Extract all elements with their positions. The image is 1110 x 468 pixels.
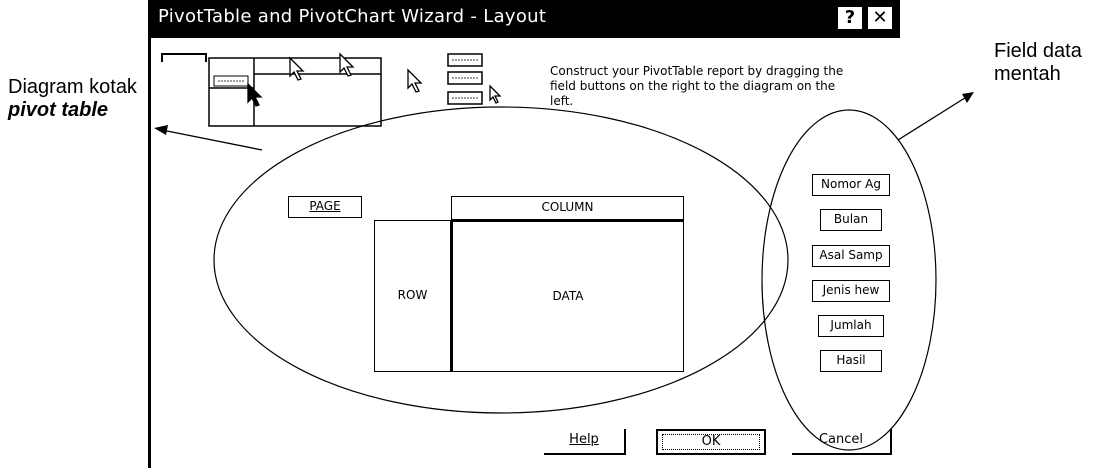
close-button[interactable]: ✕ xyxy=(866,5,894,31)
field-annotation-line2: mentah xyxy=(994,63,1061,85)
dialog-left-border xyxy=(148,38,151,468)
help-button-label: Help xyxy=(569,432,599,447)
row-label: ROW xyxy=(397,288,428,302)
close-icon: ✕ xyxy=(872,7,888,28)
data-label: DATA xyxy=(552,289,584,303)
column-drop-area[interactable]: COLUMN xyxy=(451,196,684,220)
field-annotation: Field data mentah xyxy=(994,40,1082,86)
field-button[interactable]: Hasil xyxy=(820,350,882,372)
layout-illustration xyxy=(161,52,502,127)
diagram-annotation-line2: pivot table xyxy=(8,99,109,121)
right-annotation-arrow xyxy=(897,95,969,141)
left-arrow-head xyxy=(154,125,168,135)
field-button[interactable]: Asal Samp xyxy=(812,245,890,267)
diagram-annotation: Diagram kotak pivot table xyxy=(8,76,137,122)
help-button[interactable]: Help xyxy=(544,429,626,455)
dialog-title: PivotTable and PivotChart Wizard - Layou… xyxy=(158,6,547,27)
right-arrow-head xyxy=(962,92,974,103)
arrow-cursor-icon xyxy=(247,52,502,107)
page-drop-area[interactable]: PAGE xyxy=(288,196,362,218)
field-button[interactable]: Jenis hew xyxy=(812,280,890,302)
column-label: COLUMN xyxy=(541,200,594,214)
help-title-button[interactable]: ? xyxy=(836,5,864,31)
title-bar: PivotTable and PivotChart Wizard - Layou… xyxy=(148,0,900,38)
fields-ellipse xyxy=(761,109,937,451)
field-button[interactable]: Nomor Ag xyxy=(812,174,890,196)
diagram-annotation-line1: Diagram kotak xyxy=(8,76,137,98)
help-icon: ? xyxy=(844,7,856,28)
cancel-button-label: Cancel xyxy=(818,432,864,447)
data-drop-area[interactable]: DATA xyxy=(451,220,684,372)
ok-button[interactable]: OK xyxy=(656,429,766,455)
mini-field-stack xyxy=(447,53,483,105)
field-button[interactable]: Bulan xyxy=(820,209,882,231)
row-drop-area[interactable]: ROW xyxy=(374,220,451,372)
field-button[interactable]: Jumlah xyxy=(818,315,884,337)
ok-button-label: OK xyxy=(701,434,721,449)
page-label: PAGE xyxy=(309,199,341,213)
pivot-diagram-ellipse xyxy=(213,106,789,414)
instruction-text: Construct your PivotTable report by drag… xyxy=(550,64,844,108)
cancel-button[interactable]: Cancel xyxy=(792,429,892,455)
left-annotation-arrow xyxy=(161,129,263,151)
pivot-wizard-dialog: PivotTable and PivotChart Wizard - Layou… xyxy=(148,0,900,468)
ok-button-focus: OK xyxy=(662,434,760,450)
field-annotation-line1: Field data xyxy=(994,40,1082,62)
